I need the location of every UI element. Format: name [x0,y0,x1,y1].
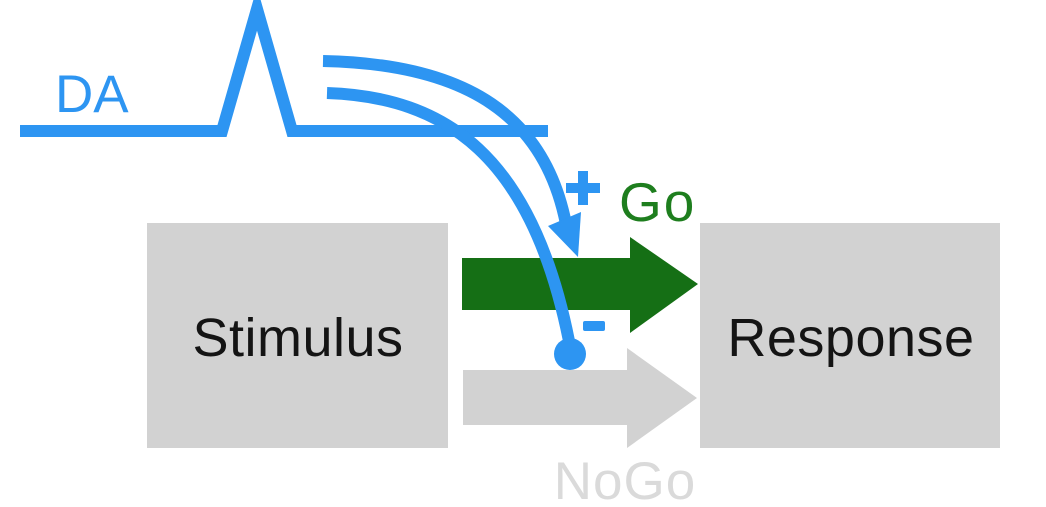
go-label: Go [619,171,696,233]
excitatory-arrowhead-icon [548,212,581,257]
inhibitory-projection-curve [326,87,575,343]
minus-sign-icon [583,321,605,331]
stimulus-label: Stimulus [192,308,403,368]
nogo-label: NoGo [554,452,696,507]
nogo-pathway-arrow [463,348,697,448]
response-label: Response [727,308,974,368]
da-label: DA [55,65,129,124]
response-box [700,223,1000,448]
dopamine-spike-trace-icon [20,0,548,137]
inhibitory-synapse-icon [554,338,586,370]
stimulus-box [147,223,448,448]
go-pathway-arrow [462,237,698,333]
excitatory-projection-curve [322,55,572,226]
plus-sign-icon [566,171,600,205]
